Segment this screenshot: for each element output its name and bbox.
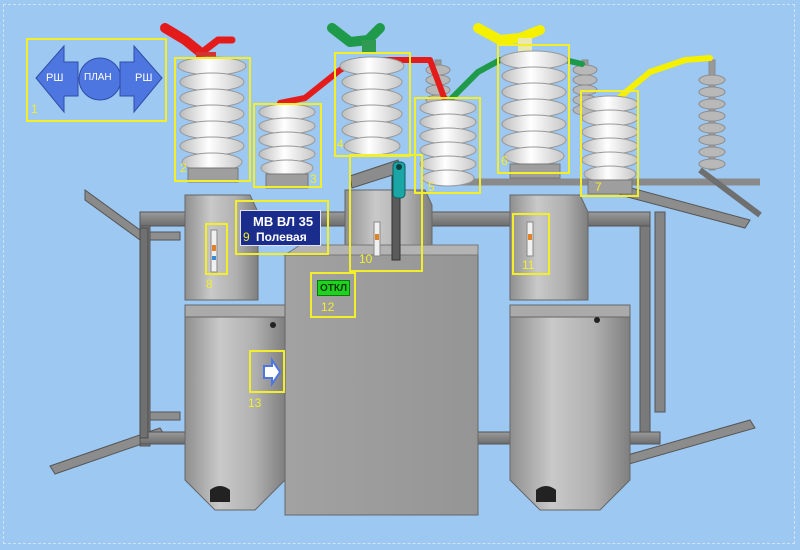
highlight-drive-10[interactable] xyxy=(349,154,423,272)
highlight-status-12[interactable] xyxy=(310,272,356,318)
gauge-10 xyxy=(373,221,381,257)
insulator-3 xyxy=(258,103,316,189)
phase-c-conductor xyxy=(160,23,205,57)
insulator-6 xyxy=(499,38,569,179)
phase-a-conductor xyxy=(473,23,545,45)
highlight-arrow-13[interactable] xyxy=(249,350,285,393)
gauge-11 xyxy=(526,221,534,257)
highlight-nav xyxy=(26,38,167,122)
drive-rod xyxy=(349,159,406,261)
marker-13: 13 xyxy=(248,396,262,410)
marker-8: 8 xyxy=(206,277,213,291)
marker-9: 9 xyxy=(243,230,250,244)
highlight-insulator-4[interactable] xyxy=(334,52,411,157)
marker-6: 6 xyxy=(501,154,508,168)
nav-center-label: ПЛАН xyxy=(84,72,112,83)
marker-12: 12 xyxy=(321,300,335,314)
insulator-2 xyxy=(177,52,247,183)
nav-left-arrow-button[interactable] xyxy=(35,44,79,114)
marker-2: 2 xyxy=(180,161,187,175)
next-view-arrow-icon[interactable] xyxy=(262,356,284,388)
breaker-status-indicator[interactable]: ОТКЛ xyxy=(317,280,350,296)
marker-11: 11 xyxy=(522,258,535,272)
insulator-5 xyxy=(419,99,477,187)
nav-group xyxy=(35,44,163,114)
marker-10: 10 xyxy=(359,252,373,266)
highlight-gauge-11[interactable] xyxy=(512,213,550,275)
highlight-insulator-3[interactable] xyxy=(253,103,322,188)
device-name-plate[interactable]: МВ ВЛ 35 Полевая xyxy=(240,210,321,246)
marker-3: 3 xyxy=(310,172,317,186)
highlight-insulator-2[interactable] xyxy=(174,57,251,182)
highlight-gauge-8[interactable] xyxy=(205,223,228,275)
highlight-device-plate[interactable] xyxy=(235,200,329,255)
nav-right-label: РШ xyxy=(135,72,153,84)
left-tank xyxy=(184,194,286,511)
device-name-line1: МВ ВЛ 35 xyxy=(253,214,314,229)
phase-b-conductor xyxy=(327,23,385,47)
marker-5: 5 xyxy=(428,180,435,194)
insulator-4 xyxy=(339,40,405,156)
gauge-8 xyxy=(210,229,218,273)
marker-4: 4 xyxy=(337,137,344,151)
nav-right-arrow-button[interactable] xyxy=(119,44,163,114)
highlight-insulator-7[interactable] xyxy=(580,90,639,197)
device-name-line2: Полевая xyxy=(256,230,307,244)
drive-cabinet xyxy=(283,244,479,516)
highlight-insulator-6[interactable] xyxy=(497,44,570,174)
marker-1: 1 xyxy=(31,102,38,116)
highlight-insulator-5[interactable] xyxy=(414,97,481,194)
nav-left-label: РШ xyxy=(46,72,64,84)
insulator-7 xyxy=(581,95,639,195)
marker-7: 7 xyxy=(595,180,602,194)
